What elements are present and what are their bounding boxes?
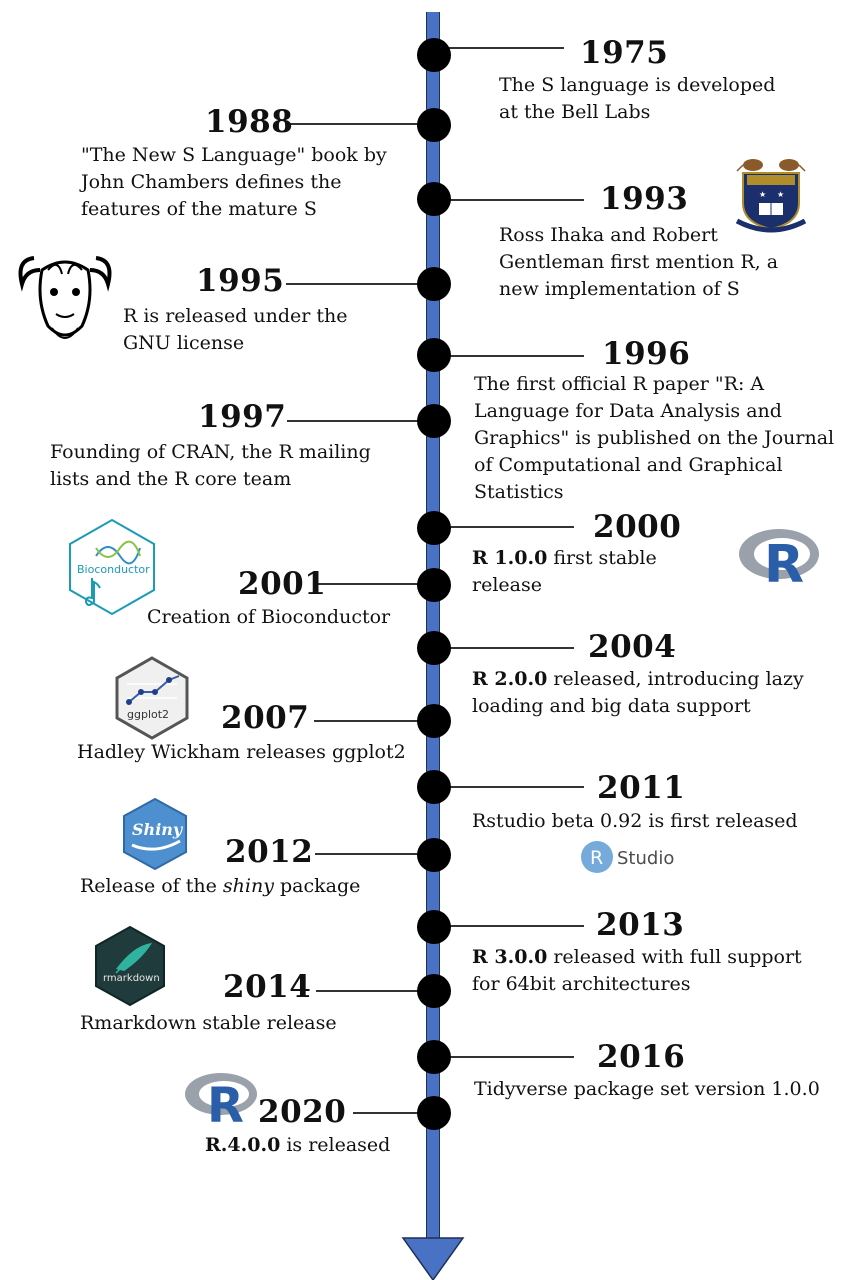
desc-2013-text: released with full support for 64bit arc… — [472, 946, 802, 995]
shiny-logo-text: Shiny — [132, 820, 184, 839]
dot-1996 — [417, 338, 451, 372]
year-1996: 1996 — [602, 336, 691, 372]
year-2004: 2004 — [588, 629, 677, 665]
dot-1997 — [417, 404, 451, 438]
desc-2012-text: Release of the — [80, 875, 223, 897]
desc-2004-text: released, introducing lazy loading and b… — [472, 668, 804, 717]
dot-2000 — [417, 511, 451, 545]
dot-2007 — [417, 704, 451, 738]
dot-2013 — [417, 910, 451, 944]
auckland-crest-icon: ★ ★ — [733, 153, 809, 235]
desc-1993: Ross Ihaka and Robert Gentleman first me… — [499, 224, 779, 300]
desc-2004: R 2.0.0 released, introducing lazy loadi… — [472, 666, 812, 720]
dot-1988 — [417, 108, 451, 142]
dot-2001 — [417, 568, 451, 602]
gnu-head-icon — [12, 240, 118, 350]
rstudio-logo-text: Studio — [617, 848, 674, 869]
svg-text:R: R — [207, 1078, 244, 1128]
dot-2011 — [417, 770, 451, 804]
year-2020: 2020 — [258, 1094, 347, 1130]
ggplot2-logo-icon: ggplot2 — [115, 656, 189, 740]
desc-2012-text-after: package — [273, 875, 361, 897]
desc-1997: Founding of CRAN, the R mailing lists an… — [50, 441, 371, 490]
year-1995: 1995 — [196, 263, 285, 299]
svg-text:★: ★ — [777, 190, 784, 199]
rstudio-logo-r: R — [590, 847, 603, 869]
desc-2013: R 3.0.0 released with full support for 6… — [472, 944, 832, 998]
desc-2020: R.4.0.0 is released — [205, 1132, 435, 1159]
connector-1993 — [434, 199, 584, 201]
dot-2014 — [417, 974, 451, 1008]
connector-1975 — [434, 47, 564, 49]
rmarkdown-logo-icon: rmarkdown — [94, 925, 166, 1007]
bioconductor-logo-icon: Bioconductor — [68, 518, 156, 616]
year-2011: 2011 — [597, 770, 686, 806]
desc-2004-version: R 2.0.0 — [472, 668, 548, 690]
connector-2000 — [434, 526, 574, 528]
year-1993: 1993 — [600, 181, 689, 217]
connector-1997 — [287, 420, 433, 422]
desc-2011: Rstudio beta 0.92 is first released — [472, 810, 798, 832]
dot-2016 — [417, 1040, 451, 1074]
ggplot2-logo-text: ggplot2 — [127, 708, 169, 721]
year-2000: 2000 — [593, 509, 682, 545]
connector-2016 — [434, 1056, 574, 1058]
desc-1996: The first official R paper "R: A Languag… — [474, 373, 835, 503]
year-1997: 1997 — [198, 399, 287, 435]
desc-2020-text: is released — [280, 1134, 391, 1156]
connector-1996 — [434, 355, 584, 357]
desc-1988: "The New S Language" book by John Chambe… — [81, 144, 387, 220]
connector-1995 — [286, 283, 434, 285]
bioconductor-logo-text: Bioconductor — [77, 563, 150, 576]
year-2012: 2012 — [225, 834, 314, 870]
year-1975: 1975 — [580, 35, 669, 71]
svg-text:★: ★ — [759, 190, 766, 199]
connector-2004 — [434, 647, 574, 649]
connector-2014 — [316, 990, 434, 992]
desc-2000-text: first stable release — [472, 547, 657, 596]
connector-2001 — [318, 583, 434, 585]
connector-2012 — [315, 853, 434, 855]
connector-2007 — [314, 720, 434, 722]
desc-2012-package: shiny — [222, 875, 274, 897]
shiny-logo-icon: Shiny — [122, 797, 188, 871]
connector-2013 — [434, 925, 584, 927]
desc-2012: Release of the shiny package — [80, 873, 380, 900]
year-2016: 2016 — [597, 1039, 686, 1075]
dot-2004 — [417, 631, 451, 665]
desc-2016: Tidyverse package set version 1.0.0 — [474, 1078, 820, 1100]
dot-1993 — [417, 182, 451, 216]
desc-2000: R 1.0.0 first stable release — [472, 545, 732, 599]
year-2007: 2007 — [221, 700, 310, 736]
rstudio-logo-icon: R Studio — [580, 840, 690, 874]
rmarkdown-logo-text: rmarkdown — [103, 973, 160, 984]
desc-1975: The S language is developed at the Bell … — [499, 74, 776, 123]
r-logo-2020-icon: R — [183, 1068, 261, 1128]
desc-2014: Rmarkdown stable release — [80, 1012, 337, 1034]
r-logo-icon: R — [736, 524, 822, 588]
dot-1975 — [417, 38, 451, 72]
dot-2012 — [417, 838, 451, 872]
svg-text:R: R — [764, 535, 804, 588]
year-2014: 2014 — [223, 969, 312, 1005]
connector-2011 — [434, 786, 584, 788]
dot-1995 — [417, 267, 451, 301]
desc-2013-version: R 3.0.0 — [472, 946, 548, 968]
connector-1988 — [285, 123, 433, 125]
year-2013: 2013 — [596, 907, 685, 943]
desc-2020-version: R.4.0.0 — [205, 1134, 281, 1156]
connector-2020 — [353, 1112, 434, 1114]
desc-2007: Hadley Wickham releases ggplot2 — [77, 741, 406, 763]
year-1988: 1988 — [205, 104, 294, 140]
year-2001: 2001 — [238, 566, 327, 602]
desc-2000-version: R 1.0.0 — [472, 547, 548, 569]
dot-2020 — [417, 1096, 451, 1130]
desc-2001: Creation of Bioconductor — [147, 606, 391, 628]
desc-1995: R is released under the GNU license — [123, 305, 348, 354]
